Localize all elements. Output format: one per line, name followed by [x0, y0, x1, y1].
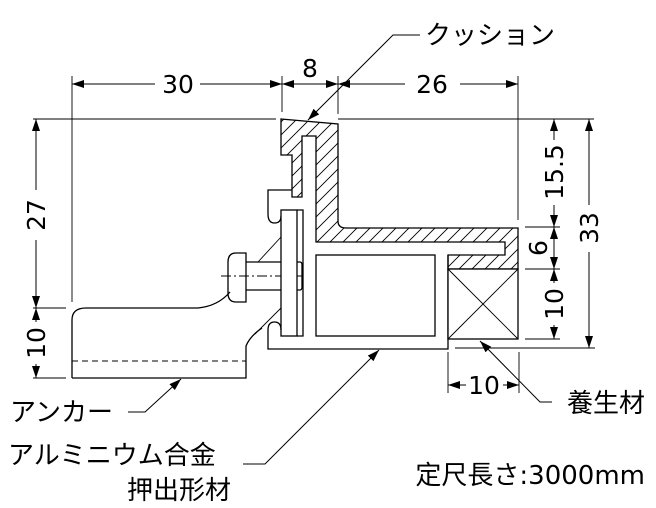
profile-plate-rail	[297, 209, 304, 337]
profile-plate	[280, 209, 298, 337]
extension-lines	[33, 76, 595, 393]
leader-protective-material	[479, 340, 552, 403]
dimension-label-8: 8	[302, 54, 318, 83]
profile-bottom-outline	[267, 255, 449, 350]
dimension-left-27: 27	[22, 119, 51, 308]
anchor-outline-top	[71, 291, 231, 378]
profile-cut-section	[280, 118, 519, 270]
aluminum-profile	[267, 118, 519, 350]
label-anchor: アンカー	[10, 398, 113, 428]
dimension-label-10-right: 10	[540, 288, 569, 320]
dimension-top-30: 30	[72, 70, 282, 99]
callout-cushion: クッション	[307, 21, 555, 121]
dimension-label-33: 33	[575, 212, 604, 244]
bolt-support-line-lower	[254, 307, 282, 335]
callout-anchor: アンカー	[10, 378, 182, 428]
profile-hook-upper	[267, 189, 292, 224]
label-aluminum-line2: 押出形材	[127, 476, 231, 506]
dimension-left-10: 10	[22, 308, 51, 378]
bolt-support-line-upper	[257, 236, 282, 263]
dimension-top-26: 26	[338, 70, 518, 99]
leader-cushion	[307, 34, 420, 121]
dimension-right-6: 6	[524, 227, 558, 269]
protective-material-cross-b	[447, 268, 519, 340]
dimension-bottom-10: 10	[448, 371, 519, 400]
bolt-head	[227, 252, 247, 303]
protective-material	[447, 268, 519, 340]
dimension-label-15-5: 15.5	[540, 144, 569, 200]
dimension-label-27: 27	[22, 199, 51, 231]
label-cushion: クッション	[425, 21, 555, 51]
dimension-top-8: 8	[282, 54, 338, 88]
dimension-label-10-left: 10	[22, 327, 51, 359]
dimension-label-26: 26	[416, 70, 448, 99]
dimension-right-33: 33	[575, 119, 604, 348]
dimension-right-15-5: 15.5	[540, 119, 569, 227]
callout-protective-material: 養生材	[479, 340, 645, 419]
callout-aluminum-profile: アルミニウム合金 押出形材	[8, 349, 380, 506]
leader-aluminum-profile	[243, 349, 380, 465]
profile-hollow-chamber	[315, 254, 436, 337]
dimension-label-10-bottom: 10	[468, 371, 500, 400]
dimension-label-6: 6	[524, 240, 553, 256]
dimension-right-10: 10	[540, 269, 569, 339]
anchor	[71, 291, 263, 379]
anchor-outline-bottom	[72, 327, 263, 379]
dimension-label-30: 30	[162, 70, 194, 99]
label-aluminum-line1: アルミニウム合金	[8, 441, 216, 471]
leader-anchor	[128, 378, 182, 413]
standard-length-note: 定尺長さ:3000mm	[415, 461, 645, 491]
label-protective-material: 養生材	[567, 389, 645, 419]
